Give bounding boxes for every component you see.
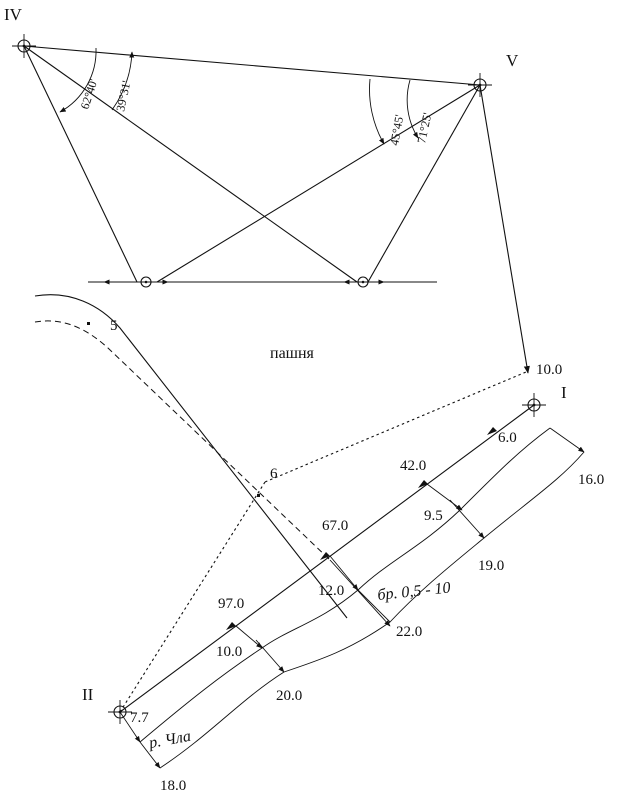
- point-6-label: 6: [270, 466, 278, 482]
- chainage-mark-97: [226, 622, 236, 630]
- road-edge-dashed-end: [329, 559, 391, 627]
- dotted-6-to-i: [264, 371, 527, 483]
- foot-marker-left: [140, 276, 152, 288]
- measure-19: 19.0: [478, 558, 504, 574]
- measure-67: 67.0: [322, 518, 348, 534]
- station-iv-marker: [12, 34, 36, 58]
- angle-arc-iv-1: [59, 47, 97, 113]
- dotted-ii-to-6: [119, 481, 266, 713]
- baseline-iv-v: [23, 45, 481, 86]
- station-v-label: V: [506, 51, 519, 70]
- offset-12: [329, 555, 359, 591]
- measure-42: 42.0: [400, 458, 426, 474]
- line-iv-right-foot: [23, 45, 358, 283]
- angle-arc-iv-2: [111, 51, 135, 111]
- foot-marker-right: [357, 276, 369, 288]
- offset-10: [235, 625, 263, 649]
- station-ii-marker: [108, 700, 132, 724]
- point-5-mark: [87, 322, 90, 325]
- station-i-label: I: [561, 383, 567, 402]
- line-iv-left-foot: [23, 45, 138, 283]
- angle-label-1: 62°40': [78, 77, 101, 111]
- angle-arc-v-1: [406, 79, 419, 139]
- river-edge-near: [139, 427, 551, 743]
- chainage-mark-42: [418, 480, 428, 488]
- point-5-label: 5: [110, 318, 118, 334]
- angle-label-3: 45°45': [387, 114, 406, 147]
- station-ii-label: II: [82, 685, 94, 704]
- line-v-right-foot: [367, 84, 481, 283]
- river-label: р. Чла: [147, 728, 192, 752]
- traverse-i-ii: [119, 404, 535, 713]
- offset-20: [255, 639, 285, 673]
- offset-18: [139, 741, 161, 769]
- measure-12: 12.0: [318, 583, 344, 599]
- chainage-mark-6: [487, 427, 497, 435]
- station-v-marker: [468, 73, 492, 97]
- angle-label-4: 71°25': [414, 111, 434, 144]
- angle-arc-v-2: [369, 78, 385, 145]
- measure-6: 6.0: [498, 430, 517, 446]
- measure-16: 16.0: [578, 472, 604, 488]
- line-v-left-foot: [156, 84, 481, 283]
- measure-7-7: 7.7: [130, 710, 149, 726]
- measure-10-top: 10.0: [536, 362, 562, 378]
- chainage-mark-67: [320, 552, 330, 560]
- river-edge-far: [159, 451, 585, 769]
- measure-9-5: 9.5: [424, 508, 443, 524]
- offset-16: [549, 427, 585, 453]
- point-6-mark: [257, 494, 260, 497]
- road-edge-dashed: [34, 320, 331, 561]
- measure-97: 97.0: [218, 596, 244, 612]
- area-label: пашня: [270, 345, 315, 362]
- measure-22: 22.0: [396, 624, 422, 640]
- measure-20: 20.0: [276, 688, 302, 704]
- station-iv-label: IV: [4, 5, 23, 24]
- angle-label-2: 39°31': [113, 79, 133, 112]
- offset-19: [449, 499, 485, 539]
- line-v-to-i: [479, 84, 530, 374]
- offset-22: [357, 589, 391, 623]
- offset-9-5: [426, 483, 463, 511]
- road-edge-solid: [34, 294, 348, 619]
- station-i-marker: [522, 393, 546, 417]
- measure-10-low: 10.0: [216, 644, 242, 660]
- measure-18: 18.0: [160, 778, 186, 794]
- bank-label: бр. 0,5 - 10: [377, 579, 452, 604]
